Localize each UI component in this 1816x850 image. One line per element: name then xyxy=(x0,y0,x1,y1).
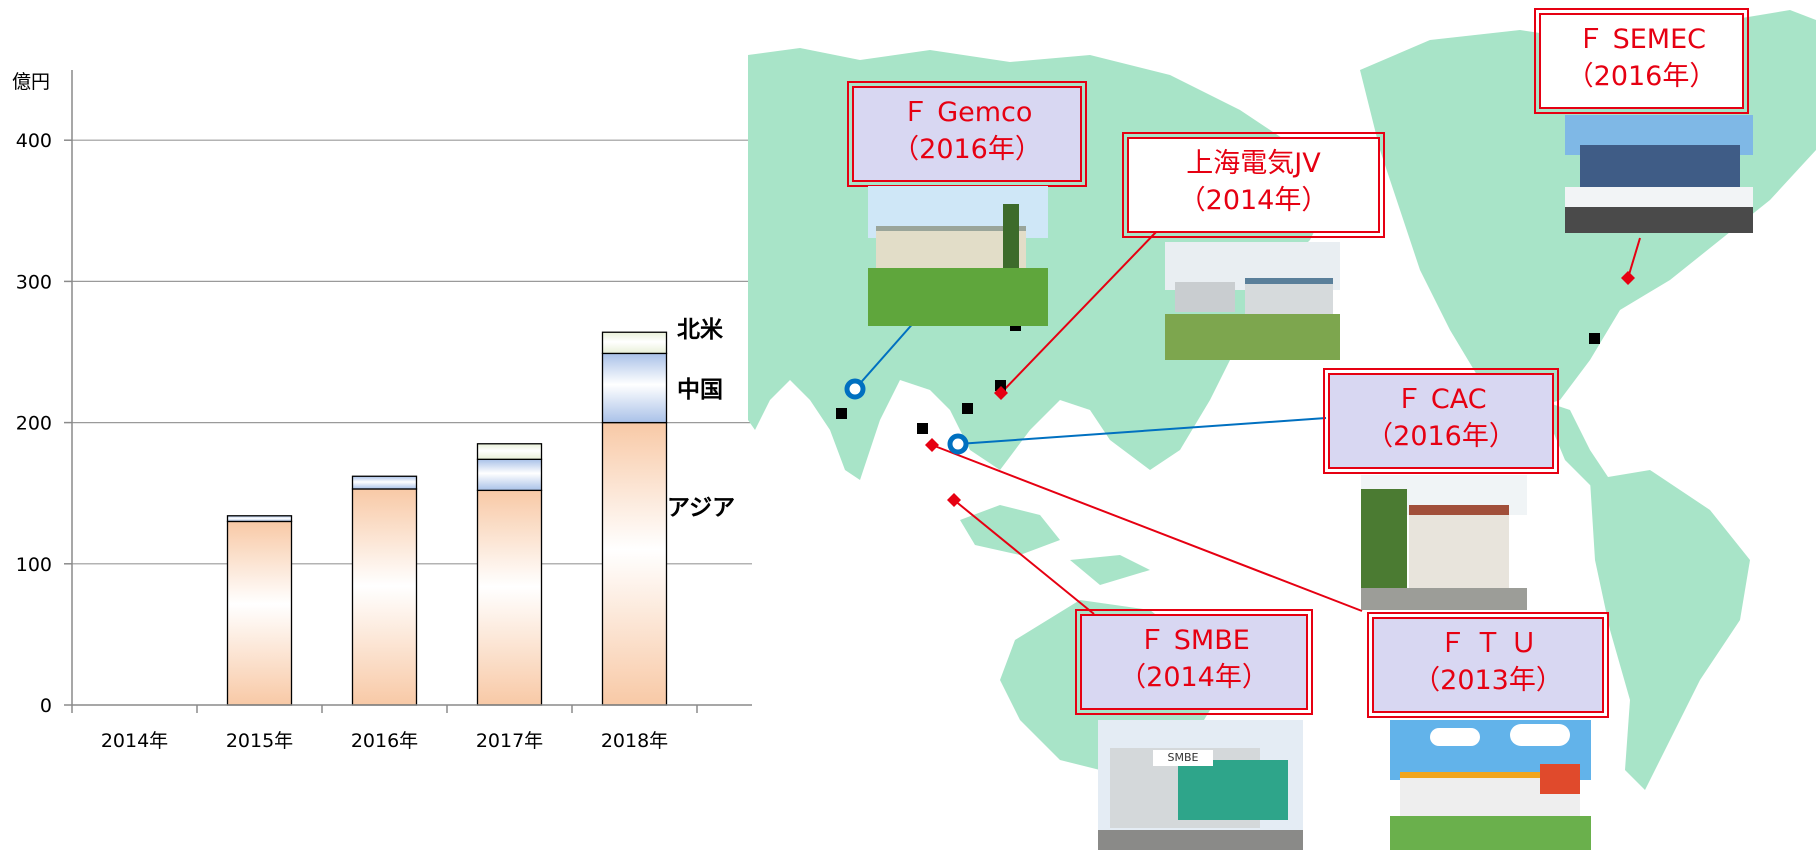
x-tick-label: 2014年 xyxy=(101,730,168,752)
marker-diamond xyxy=(994,386,1008,400)
bar-segment xyxy=(601,331,668,355)
bar-segment xyxy=(476,458,543,492)
bar-segment xyxy=(226,520,293,706)
y-tick-label: 200 xyxy=(16,413,52,435)
callout-ftu-year: （2013年） xyxy=(1413,665,1563,696)
legend-china: 中国 xyxy=(677,377,723,403)
acquisition-markers xyxy=(925,271,1635,507)
y-tick-label: 100 xyxy=(16,554,52,576)
photo-f-gemco xyxy=(868,186,1048,326)
marker-diamond xyxy=(947,493,961,507)
photo-f-cac xyxy=(1361,475,1527,610)
callout-f-gemco-year: （2016年） xyxy=(892,134,1042,165)
connector-ftu xyxy=(931,444,1363,612)
x-tick-label: 2017年 xyxy=(476,730,543,752)
marker-square xyxy=(836,408,847,419)
marker-square xyxy=(1589,333,1600,344)
callout-f-semec-name: Ｆ SEMEC xyxy=(1577,24,1706,55)
y-tick-label: 300 xyxy=(16,271,52,293)
callout-f-smbe-year: （2014年） xyxy=(1119,662,1269,693)
marker-diamond xyxy=(1621,271,1635,285)
connector-cac xyxy=(957,417,1327,445)
x-tick-label: 2016年 xyxy=(351,730,418,752)
y-tick-label: 400 xyxy=(16,130,52,152)
bar-segment xyxy=(351,475,418,490)
sales-bar-chart: 億円 0 100 200 300 400 2014年 2015年 2016年 2017年 2018… xyxy=(12,70,752,752)
marker-ring-cac xyxy=(947,433,969,455)
connector-smbe xyxy=(953,499,1095,615)
callout-f-smbe-name: Ｆ SMBE xyxy=(1138,625,1250,656)
callout-f-smbe: Ｆ SMBE （2014年） xyxy=(1075,609,1313,715)
callout-f-cac: Ｆ CAC （2016年） xyxy=(1323,368,1559,474)
photo-ftu xyxy=(1390,720,1591,850)
bars xyxy=(226,331,668,706)
marker-square xyxy=(995,380,1006,391)
callout-ftu-name: Ｆ Ｔ Ｕ xyxy=(1438,628,1538,659)
photo-f-semec xyxy=(1565,115,1753,233)
y-tick-label: 0 xyxy=(40,695,52,717)
callout-f-semec: Ｆ SEMEC （2016年） xyxy=(1534,8,1749,114)
callout-f-cac-year: （2016年） xyxy=(1366,421,1516,452)
marker-square xyxy=(962,403,973,414)
bar-segment xyxy=(226,515,293,523)
connector-gemco xyxy=(855,319,917,389)
bar-segment xyxy=(476,443,543,460)
callout-shanghai-jv: 上海電気JV （2014年） xyxy=(1122,132,1385,238)
marker-diamond xyxy=(925,438,939,452)
marker-square xyxy=(917,423,928,434)
legend-asia: アジア xyxy=(667,495,735,521)
bar-segment xyxy=(601,352,668,424)
jv-markers xyxy=(844,378,969,455)
callout-f-gemco-name: Ｆ Gemco xyxy=(901,97,1033,128)
callout-f-semec-year: （2016年） xyxy=(1566,61,1717,92)
connector-shanghai-jv xyxy=(1000,229,1159,394)
photo-f-smbe: SMBE xyxy=(1098,720,1303,850)
axis-labels: 0 100 200 300 400 2014年 2015年 2016年 2017年 2018年 xyxy=(16,130,668,752)
bar-segment xyxy=(601,421,668,706)
x-tick-label: 2015年 xyxy=(226,730,293,752)
callout-ftu: Ｆ Ｔ Ｕ （2013年） xyxy=(1367,612,1609,718)
bar-segment xyxy=(351,488,418,706)
marker-ring-gemco xyxy=(844,378,866,400)
photo-shanghai-jv xyxy=(1165,242,1340,360)
photo-sign-smbe: SMBE xyxy=(1153,750,1213,766)
callout-shanghai-jv-year: （2014年） xyxy=(1178,185,1329,216)
callout-f-cac-name: Ｆ CAC xyxy=(1395,384,1487,415)
legend-north-america: 北米 xyxy=(677,317,724,343)
bar-segment xyxy=(476,489,543,706)
callout-f-gemco: Ｆ Gemco （2016年） xyxy=(847,81,1087,187)
callout-shanghai-jv-name: 上海電気JV xyxy=(1186,148,1321,179)
connector-semec xyxy=(1627,237,1641,279)
axes xyxy=(64,70,752,713)
x-tick-label: 2018年 xyxy=(601,730,668,752)
y-axis-unit-label: 億円 xyxy=(12,71,50,93)
